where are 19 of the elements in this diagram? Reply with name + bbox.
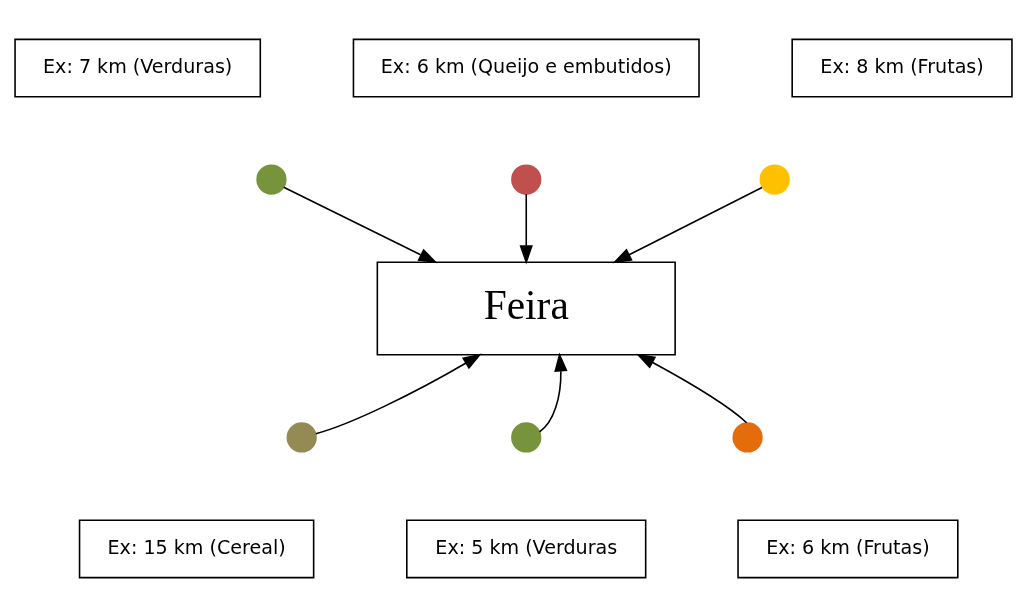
node-circle	[732, 421, 763, 453]
node-circle	[286, 421, 317, 453]
node-box: Feira	[376, 261, 676, 355]
arrow	[612, 186, 763, 263]
node-box: Ex: 8 km (Frutas)	[791, 38, 1013, 97]
node-circle	[256, 163, 287, 195]
arrow	[519, 192, 533, 264]
node-box: Ex: 5 km (Verduras	[406, 519, 647, 578]
arrow	[282, 185, 438, 263]
arrow	[538, 351, 568, 433]
node-box: Ex: 7 km (Verduras)	[14, 38, 262, 97]
node-box: Ex: 15 km (Cereal)	[78, 519, 315, 578]
node-circle	[511, 421, 542, 453]
node-circle	[511, 163, 542, 195]
node-box: Ex: 6 km (Frutas)	[737, 519, 959, 578]
node-box: Ex: 6 km (Queijo e embutidos)	[352, 38, 700, 97]
node-circle	[759, 163, 790, 195]
arrow	[315, 353, 482, 434]
arrow	[636, 353, 748, 424]
